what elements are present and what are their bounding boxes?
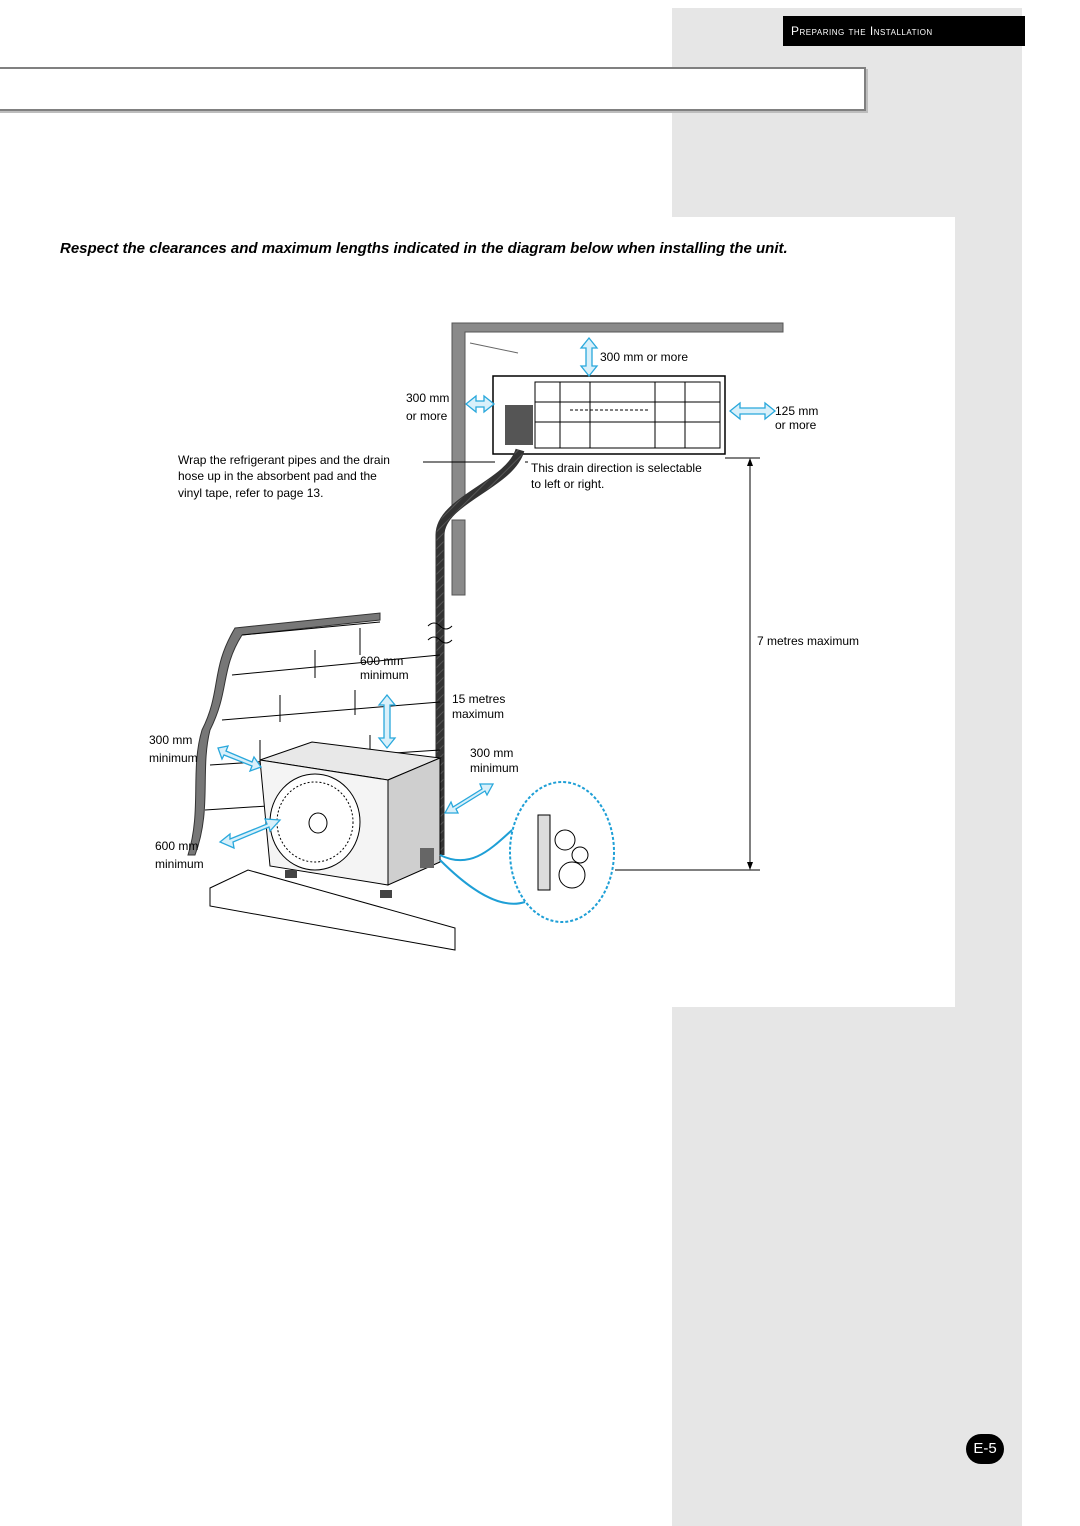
- outdoor-side-label-1: 300 mm: [149, 733, 193, 747]
- arrow-outdoor-right: [443, 783, 495, 814]
- outdoor-unit: [259, 741, 442, 898]
- installation-diagram: [187, 322, 784, 951]
- arrow-top: [579, 336, 599, 378]
- outdoor-side-label-2: minimum: [149, 751, 198, 765]
- title-box: [0, 67, 866, 111]
- drain-note-line-1: This drain direction is selectable: [531, 461, 702, 475]
- arrow-outdoor-front: [218, 818, 282, 850]
- right-clearance-label-1: 125 mm: [775, 404, 819, 418]
- top-clearance-label: 300 mm or more: [600, 350, 689, 364]
- ground-slab: [209, 869, 456, 951]
- drain-note-line-2: to left or right.: [531, 477, 605, 491]
- outdoor-wall-edge: [187, 612, 381, 856]
- wrap-note-line-2: hose up in the absorbent pad and the: [178, 469, 377, 483]
- intro-text: Respect the clearances and maximum lengt…: [60, 240, 788, 257]
- outdoor-right-label-1: 300 mm: [470, 746, 514, 760]
- arrow-outdoor-top: [377, 693, 397, 750]
- outdoor-front-label-1: 600 mm: [155, 839, 199, 853]
- arrow-outdoor-left: [217, 745, 263, 773]
- vertical-max-label: 7 metres maximum: [757, 634, 860, 648]
- section-header: Preparing the Installation: [783, 16, 1025, 46]
- outdoor-top-label-2: minimum: [360, 668, 409, 682]
- page-number: E-5: [966, 1434, 1004, 1464]
- outdoor-right-label-2: minimum: [470, 761, 519, 775]
- pipe-max-label-1: 15 metres: [452, 692, 506, 706]
- arrow-left-indoor: [464, 394, 496, 414]
- content-panel: [0, 217, 955, 1007]
- pipe-max-label-2: maximum: [452, 707, 505, 721]
- outdoor-top-label-1: 600 mm: [360, 654, 404, 668]
- outdoor-front-label-2: minimum: [155, 857, 204, 871]
- valve-detail-callout: [439, 781, 615, 923]
- wrap-note-line-1: Wrap the refrigerant pipes and the drain: [178, 453, 390, 467]
- indoor-wall-lower: [451, 519, 466, 596]
- left-clearance-label-1: 300 mm: [406, 391, 450, 405]
- right-clearance-label-2: or more: [775, 418, 817, 432]
- arrow-right-indoor: [728, 401, 777, 421]
- wrap-note-line-3: vinyl tape, refer to page 13.: [178, 486, 324, 500]
- indoor-unit: [492, 375, 726, 455]
- left-clearance-label-2: or more: [406, 409, 448, 423]
